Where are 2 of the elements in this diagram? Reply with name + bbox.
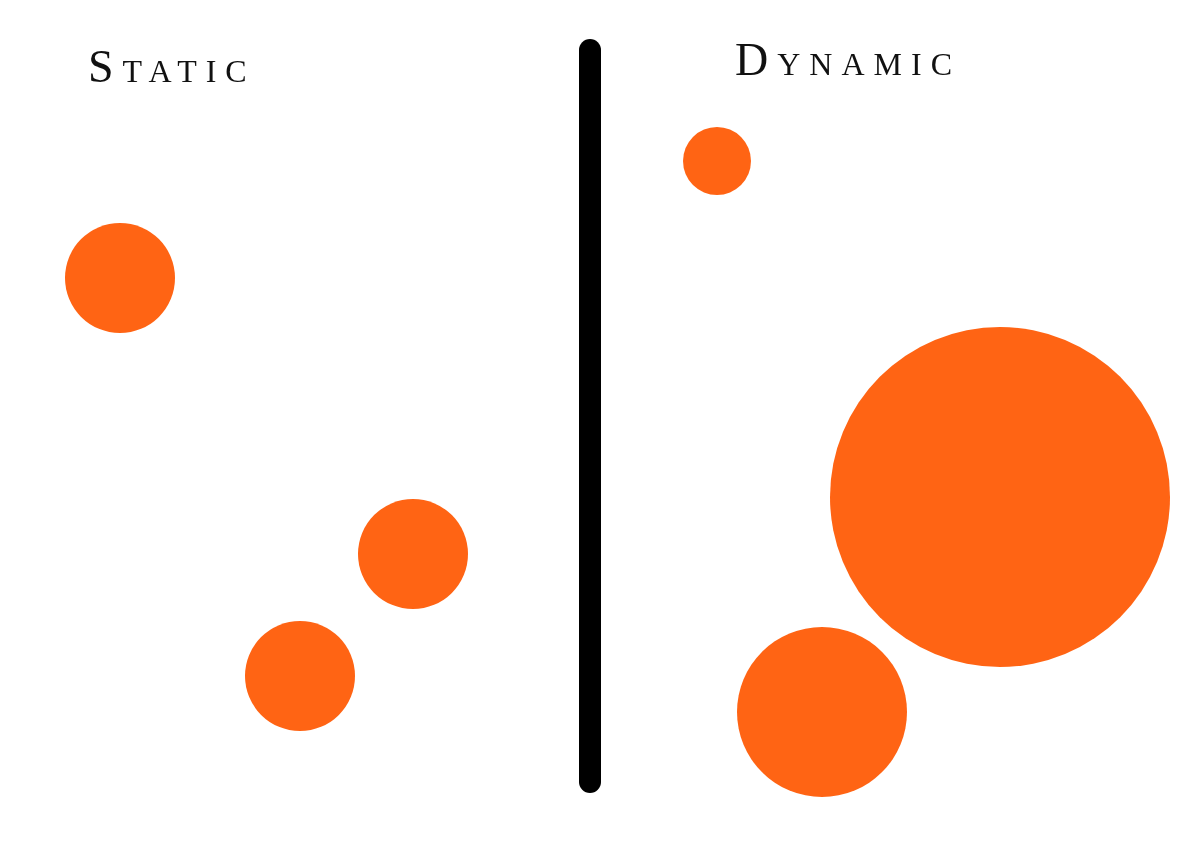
heading: Dynamic xyxy=(735,33,961,86)
heading: Static xyxy=(88,40,256,93)
